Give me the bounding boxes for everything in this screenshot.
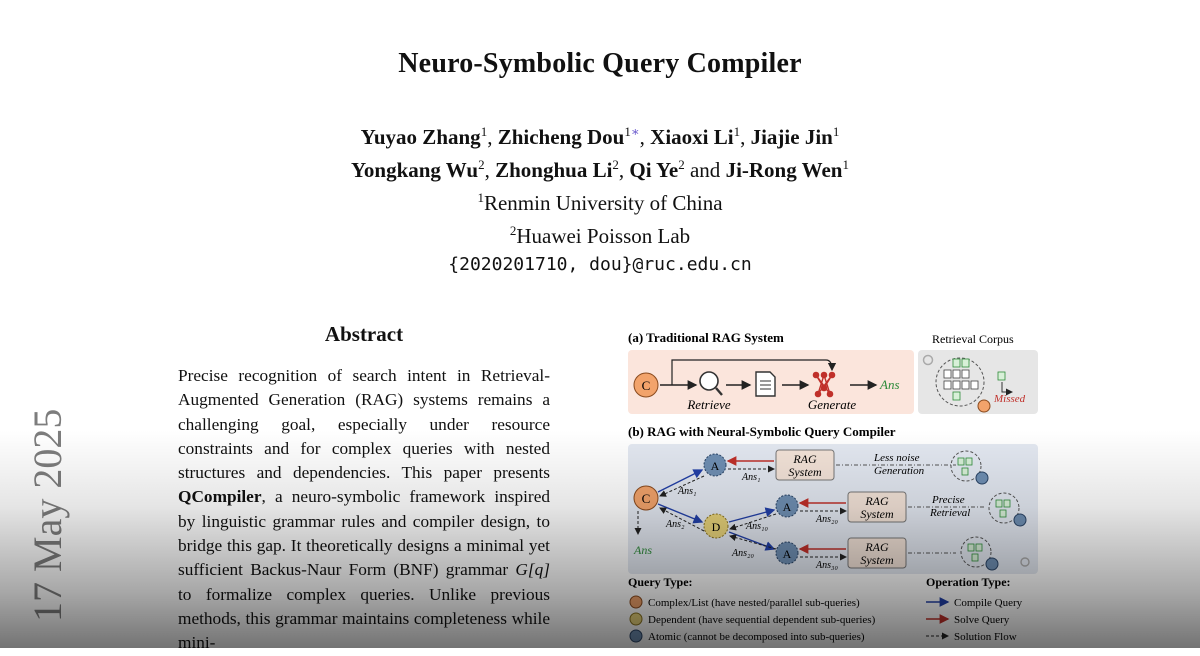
legend-solve-label: Solve Query xyxy=(954,614,1010,626)
retrieve-label: Retrieve xyxy=(686,397,731,412)
email: {2020201710, dou}@ruc.edu.cn xyxy=(448,254,752,275)
generate-label: Generate xyxy=(808,397,857,412)
affil-num: 1 xyxy=(477,190,484,205)
panel-b-title: (b) RAG with Neural-Symbolic Query Compi… xyxy=(628,424,896,439)
affil-name: Renmin University of China xyxy=(483,191,723,215)
author-affil: 1 xyxy=(624,124,631,139)
author-name: Jiajie Jin xyxy=(750,125,833,149)
author-line-1: Yuyao Zhang1, Zhicheng Dou1∗, Xiaoxi Li1… xyxy=(360,124,840,149)
author-affil: 1 xyxy=(733,124,741,139)
answer-label: Ans xyxy=(879,377,900,392)
legend-dependent-swatch xyxy=(629,612,643,626)
abstract-text: to formalize complex queries. Unlike pre… xyxy=(178,584,550,653)
author-affil: 2 xyxy=(478,157,485,172)
author-affil: 1 xyxy=(480,124,488,139)
abstract-bold: QCompiler xyxy=(178,487,262,507)
complex-node xyxy=(977,399,991,413)
answer-label: Ans xyxy=(633,543,652,557)
rag-label: RAG xyxy=(864,494,889,508)
precise-label: Precise xyxy=(931,494,965,506)
abstract-heading: Abstract xyxy=(324,322,404,346)
rag-label: System xyxy=(788,465,822,479)
paper-title: Neuro-Symbolic Query Compiler xyxy=(398,48,802,79)
legend-flow-label: Solution Flow xyxy=(954,631,1017,643)
less-noise-label: Less noise xyxy=(873,452,920,464)
author-block: Yuyao Zhang1, Zhicheng Dou1∗, Xiaoxi Li1… xyxy=(0,118,1200,280)
answer-label: Ans₂ xyxy=(665,519,685,530)
answer-label: Ans₁ xyxy=(677,486,696,497)
author-name: Zhonghua Li xyxy=(495,158,613,182)
and-word: and xyxy=(689,158,721,182)
affiliation: 2Huawei Poisson Lab xyxy=(0,217,1200,250)
answer-label: Ans₃₀ xyxy=(815,560,838,571)
affil-name: Huawei Poisson Lab xyxy=(516,224,691,248)
node-label: D xyxy=(712,520,721,534)
affil-num: 2 xyxy=(509,223,517,238)
rag-system-box: RAG System xyxy=(775,449,835,481)
op-type-title: Operation Type: xyxy=(926,575,1011,589)
llm-network-icon xyxy=(812,371,836,398)
author-affil: 2 xyxy=(678,157,685,172)
answer-label: Ans₂₀ xyxy=(815,514,838,525)
search-icon xyxy=(699,371,719,391)
rag-label: RAG xyxy=(864,540,889,554)
answer-label: Ans₂₀ xyxy=(731,548,754,559)
author-name: Yuyao Zhang xyxy=(360,125,481,149)
panel-a-title: (a) Traditional RAG System xyxy=(628,330,784,345)
document-icon xyxy=(755,371,776,397)
legend-atomic-label: Atomic (cannot be decomposed into sub-qu… xyxy=(648,631,865,643)
rag-label: System xyxy=(860,553,894,567)
author-line-2: Yongkang Wu2, Zhonghua Li2, Qi Ye2 and J… xyxy=(351,157,849,182)
document-icon xyxy=(997,371,1006,381)
author-affil: 1 xyxy=(832,124,840,139)
author-affil: 1 xyxy=(842,157,849,172)
complex-node xyxy=(633,372,659,398)
rag-system-box: RAG System xyxy=(847,537,907,569)
node-label: C xyxy=(642,378,651,393)
legend-complex-swatch xyxy=(629,595,643,609)
author-name: Qi Ye xyxy=(629,158,679,182)
flow-arrow xyxy=(1001,382,1013,396)
author-name: Xiaoxi Li xyxy=(650,125,734,149)
author-name: Yongkang Wu xyxy=(351,158,479,182)
arxiv-date-stamp: 17 May 2025 xyxy=(25,408,70,622)
legend-complex-label: Complex/List (have nested/parallel sub-q… xyxy=(648,597,860,609)
legend-dependent-label: Dependent (have sequential dependent sub… xyxy=(648,614,876,626)
less-noise-label: Generation xyxy=(874,465,925,477)
rag-label: RAG xyxy=(792,452,817,466)
node-label: A xyxy=(783,500,792,514)
legend-compile-label: Compile Query xyxy=(954,597,1023,609)
abstract-body: Precise recognition of search intent in … xyxy=(178,364,550,656)
node-label: A xyxy=(783,547,792,561)
rag-label: System xyxy=(860,507,894,521)
flow-arrow xyxy=(671,359,837,385)
node-label: A xyxy=(711,459,720,473)
author-affil: 2 xyxy=(612,157,619,172)
query-type-title: Query Type: xyxy=(628,575,693,589)
document-icon-lines xyxy=(760,380,771,390)
author-name: Zhicheng Dou xyxy=(497,125,625,149)
answer-label: Ans₁₀ xyxy=(745,521,768,532)
affiliation: 1Renmin University of China xyxy=(0,184,1200,217)
answer-label: Ans₁ xyxy=(741,472,760,483)
corresponding-mark: ∗ xyxy=(630,124,640,139)
precise-label: Retrieval xyxy=(929,507,970,519)
abstract-math: G[q] xyxy=(515,560,550,580)
abstract-text: Precise recognition of search intent in … xyxy=(178,366,550,483)
magnifier-icon xyxy=(922,354,934,366)
node-label: C xyxy=(642,491,651,506)
corpus-title: Retrieval Corpus xyxy=(932,332,1014,346)
missed-label: Missed xyxy=(993,393,1026,405)
figure-1: (a) Traditional RAG System Retrieval Cor… xyxy=(628,330,1038,643)
corpus-icon xyxy=(935,357,985,407)
author-name: Ji-Rong Wen xyxy=(725,158,843,182)
legend-atomic-swatch xyxy=(629,629,643,643)
rag-system-box: RAG System xyxy=(847,491,907,523)
search-icon-handle xyxy=(715,387,723,396)
